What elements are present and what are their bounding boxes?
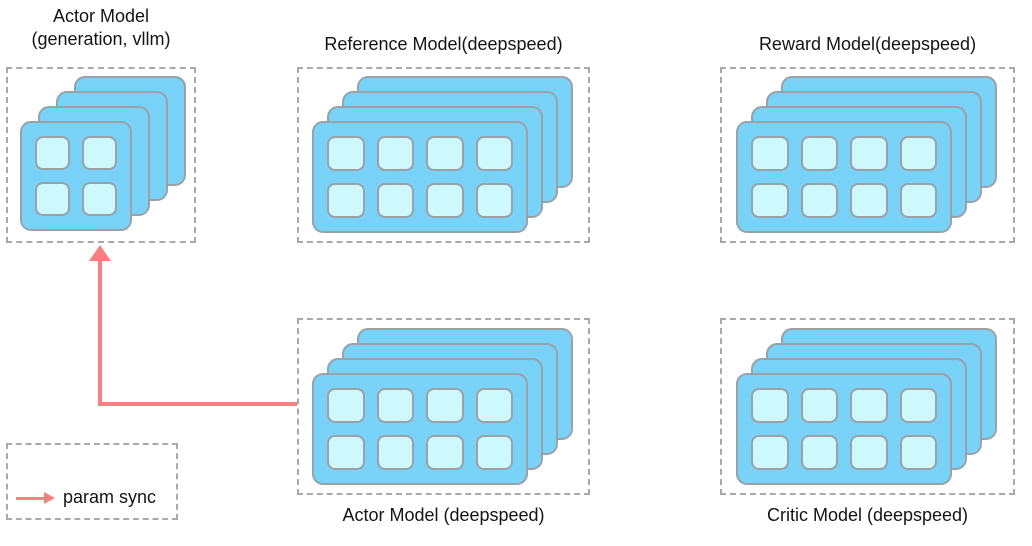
actor-vllm-title-line1: Actor Model xyxy=(52,6,150,26)
gpu-cell xyxy=(82,136,117,170)
gpu-cell xyxy=(327,435,365,470)
reward-model-group-box xyxy=(720,67,1015,243)
reference-model-group-box xyxy=(297,67,590,243)
gpu-cell xyxy=(376,136,414,171)
param-sync-arrow-horizontal-segment xyxy=(98,402,297,406)
gpu-card-front xyxy=(736,121,952,233)
gpu-cell xyxy=(475,183,513,218)
gpu-cell xyxy=(899,388,937,423)
gpu-cell-grid xyxy=(738,123,950,231)
param-sync-arrowhead-icon xyxy=(89,245,111,261)
gpu-cell xyxy=(327,183,365,218)
actor-deepspeed-title: Actor Model (deepspeed) xyxy=(342,505,545,525)
gpu-cell xyxy=(800,183,838,218)
gpu-card-front xyxy=(312,121,528,233)
gpu-cell-grid xyxy=(738,375,950,483)
gpu-cell xyxy=(475,388,513,423)
gpu-cell xyxy=(426,435,464,470)
actor-deepspeed-gpu-stack xyxy=(312,328,573,485)
gpu-cell xyxy=(475,435,513,470)
legend-label: param sync xyxy=(63,487,157,507)
actor-vllm-title-line2: (generation, vllm) xyxy=(31,29,171,49)
actor-vllm-title: Actor Model (generation, vllm) xyxy=(6,5,196,51)
reward-model-gpu-stack xyxy=(736,76,997,233)
gpu-cell xyxy=(475,136,513,171)
gpu-cell xyxy=(35,182,70,216)
gpu-cell xyxy=(850,183,888,218)
gpu-cell xyxy=(899,435,937,470)
reward-model-title: Reward Model(deepspeed) xyxy=(758,34,977,54)
critic-model-group-box xyxy=(720,318,1015,495)
gpu-cell xyxy=(426,388,464,423)
gpu-cell xyxy=(800,388,838,423)
actor-vllm-group-box xyxy=(6,67,196,243)
gpu-cell xyxy=(850,136,888,171)
gpu-cell xyxy=(850,388,888,423)
gpu-cell xyxy=(376,435,414,470)
gpu-cell xyxy=(751,435,789,470)
gpu-cell xyxy=(376,388,414,423)
gpu-cell-grid xyxy=(22,123,130,229)
gpu-cell-grid xyxy=(314,123,526,231)
reference-model-title: Reference Model(deepspeed) xyxy=(324,34,563,54)
gpu-card-front xyxy=(736,373,952,485)
gpu-cell xyxy=(800,136,838,171)
gpu-cell xyxy=(35,136,70,170)
actor-vllm-gpu-stack xyxy=(20,76,186,231)
gpu-card-front xyxy=(312,373,528,485)
gpu-cell-grid xyxy=(314,375,526,483)
gpu-cell xyxy=(82,182,117,216)
gpu-cell xyxy=(751,388,789,423)
param-sync-arrow-vertical-segment xyxy=(98,259,102,406)
gpu-cell xyxy=(751,136,789,171)
gpu-cell xyxy=(327,388,365,423)
actor-deepspeed-group-box xyxy=(297,318,590,495)
legend-box: param sync xyxy=(6,443,178,520)
critic-model-title: Critic Model (deepspeed) xyxy=(766,505,969,525)
gpu-card-front xyxy=(20,121,132,231)
param-sync-arrow-icon xyxy=(16,491,55,504)
gpu-cell xyxy=(426,183,464,218)
legend-entry-param-sync: param sync xyxy=(16,487,156,508)
gpu-cell xyxy=(376,183,414,218)
gpu-cell xyxy=(751,183,789,218)
critic-model-gpu-stack xyxy=(736,328,997,485)
gpu-cell xyxy=(426,136,464,171)
gpu-cell xyxy=(850,435,888,470)
gpu-cell xyxy=(899,136,937,171)
gpu-cell xyxy=(899,183,937,218)
gpu-cell xyxy=(327,136,365,171)
reference-model-gpu-stack xyxy=(312,76,573,233)
gpu-cell xyxy=(800,435,838,470)
